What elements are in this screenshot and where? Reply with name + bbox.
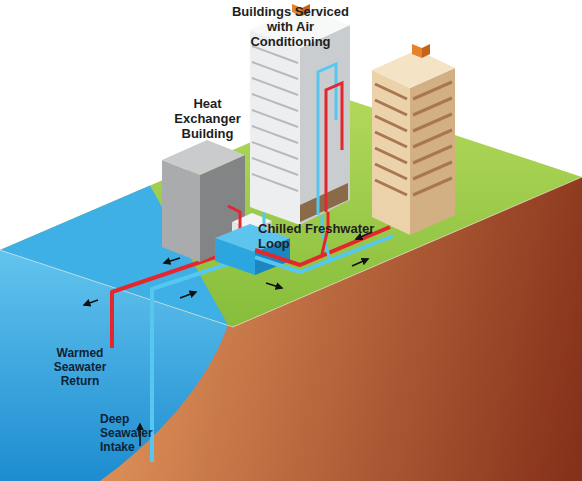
window-row <box>252 126 298 143</box>
building-label: Heat Exchanger Building <box>160 96 255 141</box>
window-row <box>413 178 452 195</box>
flow-arrow <box>164 258 180 263</box>
office-tower-face <box>250 30 300 225</box>
intake-pipe <box>152 262 234 462</box>
building-pipe <box>326 83 342 212</box>
window-row <box>413 98 452 115</box>
window-row <box>413 114 452 131</box>
water-section <box>0 250 233 481</box>
seabed-section <box>100 325 233 481</box>
apartment-tower-face <box>372 70 410 235</box>
window-row <box>375 116 407 131</box>
hx-building-roof <box>162 140 245 175</box>
window-row <box>252 158 298 175</box>
window-row <box>375 100 407 115</box>
window-row <box>413 146 452 163</box>
roof-unit <box>412 44 422 58</box>
window-row <box>252 78 298 95</box>
window-row <box>375 84 407 99</box>
building-node: Buildings Serviced with Air Conditioning <box>258 0 470 236</box>
window-rows <box>252 46 298 191</box>
hx-building-face <box>162 160 200 262</box>
window-row <box>252 110 298 127</box>
building-label: Buildings Serviced with Air Conditioning <box>228 4 353 49</box>
return-pipe <box>112 254 224 348</box>
window-row <box>413 130 452 147</box>
flow-arrow <box>352 259 368 266</box>
roof-unit <box>422 44 430 58</box>
window-row <box>413 162 452 179</box>
window-row <box>413 82 452 99</box>
water-label: Warmed Seawater Return <box>44 346 116 388</box>
window-row <box>252 174 298 191</box>
flow-arrow <box>84 300 98 305</box>
window-row <box>375 148 407 163</box>
apartment-tower-face <box>410 68 455 235</box>
flow-arrow <box>266 283 282 288</box>
window-row <box>252 142 298 159</box>
loop-label: Chilled Freshwater Loop <box>258 221 376 251</box>
water-label: Deep Seawater Intake <box>100 412 168 454</box>
flow-arrow <box>180 292 196 298</box>
window-rows <box>375 82 452 195</box>
window-row <box>252 62 298 79</box>
tower-lobby <box>300 183 348 222</box>
window-row <box>375 132 407 147</box>
window-row <box>252 94 298 111</box>
window-row <box>375 164 407 179</box>
building-node: Heat Exchanger Building <box>160 94 255 264</box>
window-row <box>375 180 407 195</box>
apartment-tower-roof <box>372 50 455 88</box>
office-tower-face <box>300 25 350 225</box>
